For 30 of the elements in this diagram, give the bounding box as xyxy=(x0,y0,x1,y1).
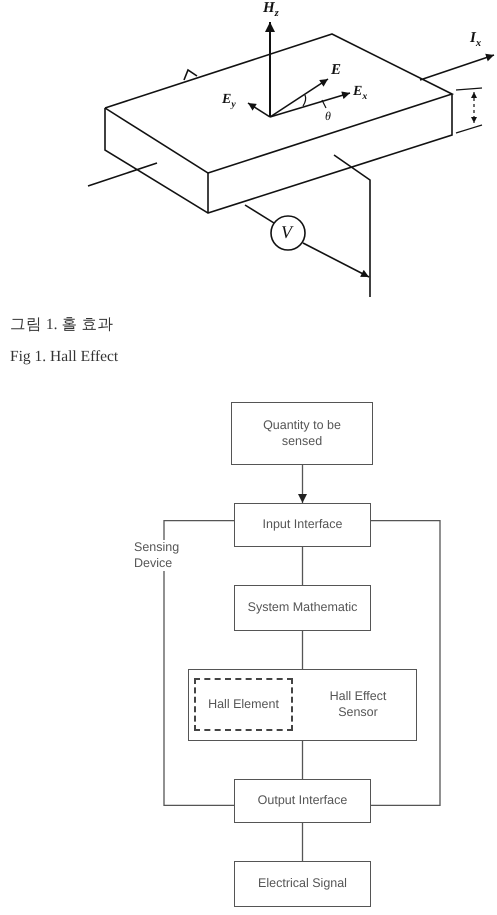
process-box xyxy=(234,503,371,547)
vector-label: E$_{x}$ xyxy=(353,84,368,102)
box-label: Hall Effect Sensor xyxy=(328,689,388,721)
connector xyxy=(302,823,304,861)
process-box xyxy=(234,779,371,823)
process-box xyxy=(231,402,373,465)
process-box xyxy=(234,861,371,907)
vector-label: E$_{y}$ xyxy=(222,92,236,110)
process-box xyxy=(234,585,371,631)
box-label: Electrical Signal xyxy=(258,876,347,892)
voltmeter-label: V xyxy=(281,222,292,243)
axis-label: H$_{z}$ xyxy=(263,0,279,19)
box-label: Quantity to be sensed xyxy=(262,418,342,450)
axis-label: I$_{x}$ xyxy=(470,30,482,49)
box-label: Output Interface xyxy=(258,793,348,809)
sensor-box xyxy=(188,669,417,741)
angle-label: θ xyxy=(325,109,331,124)
connector xyxy=(302,547,304,585)
dashed-element-box xyxy=(194,678,293,731)
box-label: System Mathematic xyxy=(248,600,358,616)
connector xyxy=(302,631,304,669)
connector xyxy=(371,520,441,806)
connector xyxy=(163,520,234,806)
caption: Fig 1. Hall Effect xyxy=(10,348,118,366)
vector-label: E xyxy=(331,62,342,79)
box-label: Hall Element xyxy=(208,696,279,712)
connector xyxy=(298,465,308,503)
caption: 그림 1. 홀 효과 xyxy=(10,315,114,335)
box-label: Input Interface xyxy=(262,517,342,533)
connector xyxy=(302,741,304,779)
